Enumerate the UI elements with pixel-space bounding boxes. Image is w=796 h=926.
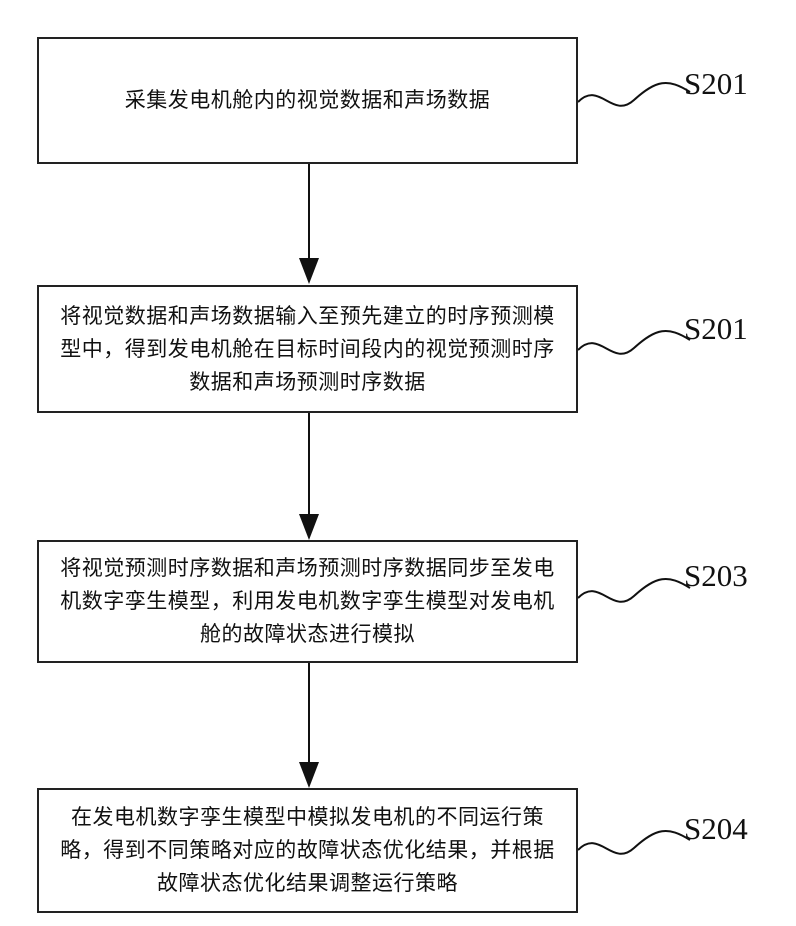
step-4-box: 在发电机数字孪生模型中模拟发电机的不同运行策略，得到不同策略对应的故障状态优化结… [37, 788, 578, 913]
step-2-text: 将视觉数据和声场数据输入至预先建立的时序预测模型中，得到发电机舱在目标时间段内的… [55, 300, 560, 399]
step-3-box: 将视觉预测时序数据和声场预测时序数据同步至发电机数字孪生模型，利用发电机数字孪生… [37, 540, 578, 663]
leader-line-step3 [578, 579, 690, 602]
step-3-label: S203 [684, 558, 748, 594]
step-2-label: S201 [684, 311, 748, 347]
step-1-box: 采集发电机舱内的视觉数据和声场数据 [37, 37, 578, 164]
step-4-label: S204 [684, 811, 748, 847]
arrow-step3-to-step4 [299, 663, 319, 788]
step-1-label: S201 [684, 66, 748, 102]
step-4-text: 在发电机数字孪生模型中模拟发电机的不同运行策略，得到不同策略对应的故障状态优化结… [55, 801, 560, 900]
leader-line-step2 [578, 331, 690, 354]
arrow-step2-to-step3 [299, 413, 319, 540]
leader-line-step1 [578, 83, 690, 106]
step-2-box: 将视觉数据和声场数据输入至预先建立的时序预测模型中，得到发电机舱在目标时间段内的… [37, 285, 578, 413]
leader-line-step4 [578, 831, 690, 854]
step-1-text: 采集发电机舱内的视觉数据和声场数据 [125, 84, 491, 117]
step-3-text: 将视觉预测时序数据和声场预测时序数据同步至发电机数字孪生模型，利用发电机数字孪生… [55, 552, 560, 651]
arrow-step1-to-step2 [299, 164, 319, 284]
